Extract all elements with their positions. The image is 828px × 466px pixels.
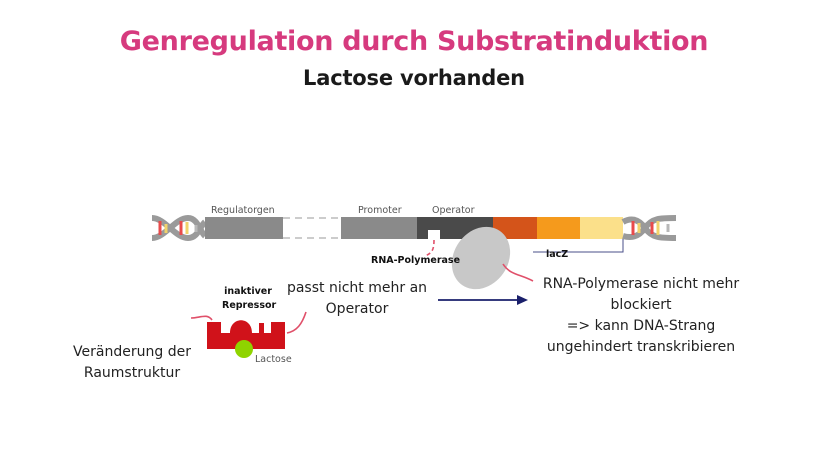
shape-change-annotation: Veränderung der Raumstruktur <box>62 342 202 384</box>
shape-annotation-line <box>191 316 212 320</box>
promoter-bar <box>341 217 417 239</box>
polymerase-annotation-line <box>503 264 533 281</box>
shape-change-line1: Veränderung der <box>62 342 202 363</box>
regulatorgen-bar <box>205 217 283 239</box>
no-bind-annotation: passt nicht mehr an Operator <box>282 278 432 320</box>
lactose-label: Lactose <box>255 354 292 365</box>
gene-segment-2 <box>537 217 580 239</box>
repressor-label-line2: Repressor <box>222 299 274 313</box>
no-bind-line2: Operator <box>282 299 432 320</box>
no-bind-line1: passt nicht mehr an <box>282 278 432 299</box>
arrow-head <box>517 295 528 305</box>
not-blocked-line1: RNA-Polymerase nicht mehr <box>533 274 749 295</box>
lactose-molecule <box>235 340 253 358</box>
not-blocked-annotation: RNA-Polymerase nicht mehr blockiert => k… <box>533 274 749 358</box>
operator-label: Operator <box>432 205 475 216</box>
repressor-label: inaktiver Repressor <box>222 285 274 313</box>
dna-helix-left <box>152 218 205 238</box>
transcribe-line1: => kann DNA-Strang <box>533 316 749 337</box>
gene-segment-3 <box>580 217 623 239</box>
shape-change-line2: Raumstruktur <box>62 363 202 384</box>
not-blocked-line2: blockiert <box>533 295 749 316</box>
regulatorgen-label: Regulatorgen <box>211 205 275 216</box>
promoter-label: Promoter <box>358 205 402 216</box>
operator-annotation-line <box>425 240 434 256</box>
dna-helix-right <box>623 218 676 238</box>
transcribe-line2: ungehindert transkribieren <box>533 337 749 358</box>
polymerase-label: RNA-Polymerase <box>371 255 460 266</box>
repressor-label-line1: inaktiver <box>222 285 274 299</box>
lacz-label: lacZ <box>546 249 568 260</box>
